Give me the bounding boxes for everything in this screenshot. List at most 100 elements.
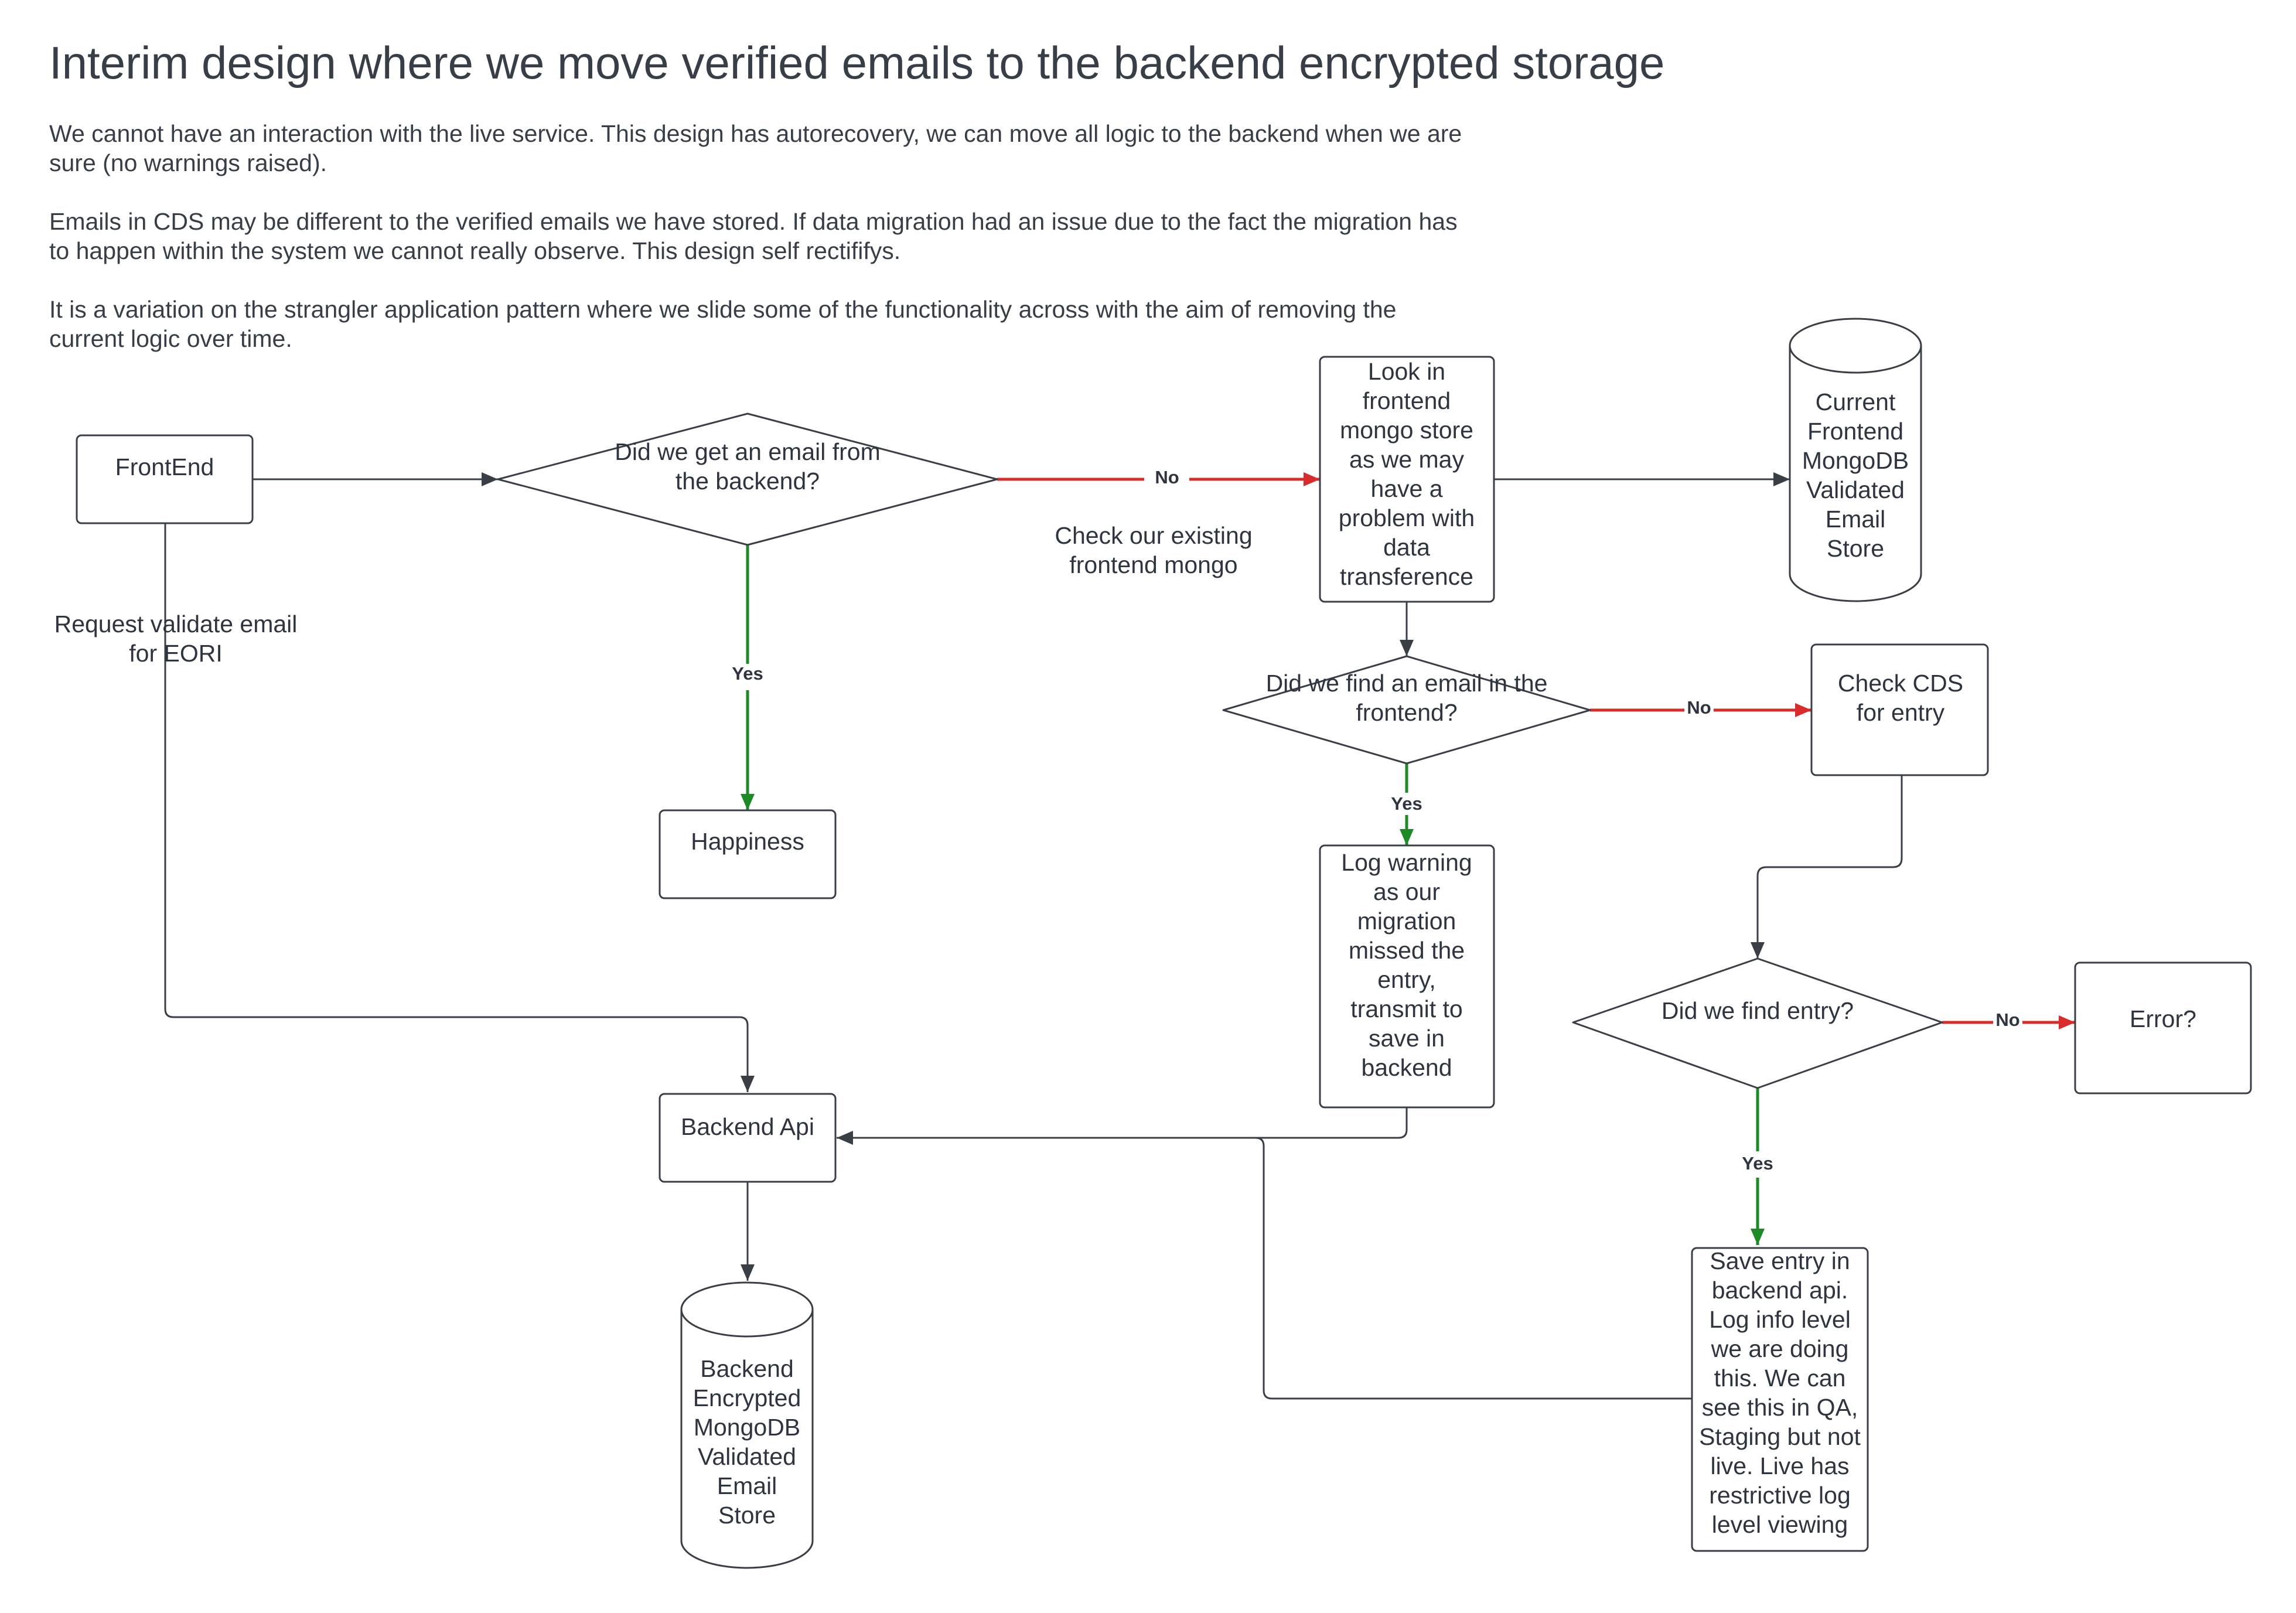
arrowhead — [2059, 1015, 2075, 1029]
label-line: Store — [1827, 535, 1884, 562]
arrowhead — [1400, 640, 1414, 656]
label-line: Backend Api — [681, 1113, 814, 1140]
backend-encrypted-store-cylinder — [680, 1281, 814, 1569]
log-warning-node — [1319, 844, 1495, 1109]
label-line: missed the — [1349, 937, 1465, 964]
frontend-lookup-node — [1319, 356, 1495, 603]
error-node — [2074, 961, 2252, 1094]
check-cds-node — [1810, 643, 1989, 776]
label-line: restrictive log — [1709, 1482, 1851, 1509]
label-line: frontend — [1363, 387, 1451, 414]
edge-frontend-to-backend-api — [164, 523, 749, 1092]
arrowhead — [741, 1076, 755, 1092]
label-line: for entry — [1857, 699, 1945, 726]
current-frontend-store-cylinder — [1789, 318, 1922, 602]
label-line: Store — [718, 1502, 776, 1529]
label-line: Did we find entry? — [1662, 997, 1854, 1024]
label-line: Request validate email — [54, 611, 298, 637]
edge-label-yes: Yes — [1742, 1153, 1773, 1174]
arrowhead — [1795, 703, 1811, 717]
happiness-label: Happiness — [691, 828, 804, 855]
label-line: save in — [1369, 1025, 1445, 1052]
arrowhead — [837, 1131, 853, 1145]
label-line: as our — [1373, 878, 1440, 905]
label-line: Staging but not — [1699, 1423, 1861, 1450]
label-line: Error? — [2130, 1005, 2196, 1032]
label-line: data — [1383, 534, 1430, 561]
label-line: backend api. — [1712, 1277, 1848, 1304]
label-line: migration — [1357, 908, 1456, 935]
label-line: FrontEnd — [115, 453, 214, 480]
label-line: as we may — [1349, 446, 1464, 473]
entry-found-decision — [1572, 957, 1943, 1089]
label-line: transmit to — [1350, 995, 1462, 1022]
edge-label-no: No — [1155, 467, 1179, 487]
label-line: see this in QA, — [1702, 1394, 1858, 1421]
edge-label-yes: Yes — [1391, 793, 1422, 814]
page-title: Interim design where we move verified em… — [49, 37, 1665, 88]
label-line: mongo store — [1340, 417, 1473, 444]
label-line: Validated — [1806, 476, 1905, 503]
label-line: Current — [1816, 388, 1896, 415]
label-line: transference — [1340, 563, 1473, 590]
label-line: Check our existing — [1055, 522, 1252, 549]
happiness-node — [659, 809, 837, 899]
label-line: level viewing — [1712, 1511, 1848, 1538]
label-line: Check CDS — [1838, 670, 1963, 697]
label-line: MongoDB — [1802, 447, 1909, 474]
label-line: Email — [717, 1472, 777, 1499]
edge-save-entry-to-backend-api — [1255, 1137, 1692, 1400]
edge-label-yes: Yes — [732, 663, 763, 684]
intro-paragraph-2: Emails in CDS may be different to the ve… — [49, 208, 1458, 264]
backend-api-label: Backend Api — [681, 1113, 814, 1140]
edge-log-warning-to-backend-api — [837, 1107, 1408, 1139]
email-from-backend-decision — [497, 412, 998, 546]
arrowhead — [741, 1264, 755, 1281]
label-line: Happiness — [691, 828, 804, 855]
email-in-frontend-decision — [1222, 655, 1591, 765]
email-from-backend-label: Did we get an email from the backend? — [615, 438, 880, 495]
frontend-label: FrontEnd — [115, 453, 214, 480]
arrowhead — [1400, 829, 1414, 845]
label-line: Validated — [698, 1443, 796, 1470]
intro-paragraph-1: We cannot have an interaction with the l… — [49, 120, 1462, 176]
label-line: frontend mongo — [1069, 551, 1237, 578]
label-line: entry, — [1377, 966, 1436, 993]
entry-found-label: Did we find entry? — [1662, 997, 1854, 1024]
frontend-node — [76, 434, 254, 524]
label-line: frontend? — [1356, 699, 1457, 726]
label-line: Frontend — [1807, 418, 1903, 445]
label-line: we are doing — [1711, 1335, 1849, 1362]
label-line: Did we find an email in the — [1266, 670, 1548, 697]
arrowhead — [482, 472, 498, 486]
label-line: Log warning — [1341, 849, 1472, 876]
save-entry-node — [1691, 1247, 1869, 1552]
label-line: this. We can — [1714, 1365, 1846, 1392]
arrowhead — [1751, 1229, 1765, 1245]
label-line: the backend? — [676, 468, 820, 495]
label-line: Backend — [700, 1355, 794, 1382]
label-line: live. Live has — [1710, 1452, 1849, 1479]
edge-label-no: No — [1687, 697, 1711, 718]
edge-check-cds-to-entry-check — [1756, 775, 1903, 959]
intro-paragraph-3: It is a variation on the strangler appli… — [49, 296, 1397, 352]
label-line: Encrypted — [693, 1384, 801, 1411]
label-line: Email — [1826, 506, 1886, 533]
label-line: have a — [1370, 475, 1442, 502]
arrowhead — [1773, 472, 1790, 486]
arrowhead — [1304, 472, 1320, 486]
edge-label-no: No — [1995, 1010, 2019, 1030]
label-line: Did we get an email from — [615, 438, 880, 465]
label-line: Look in — [1368, 358, 1445, 385]
label-line: Save entry in — [1710, 1247, 1850, 1274]
